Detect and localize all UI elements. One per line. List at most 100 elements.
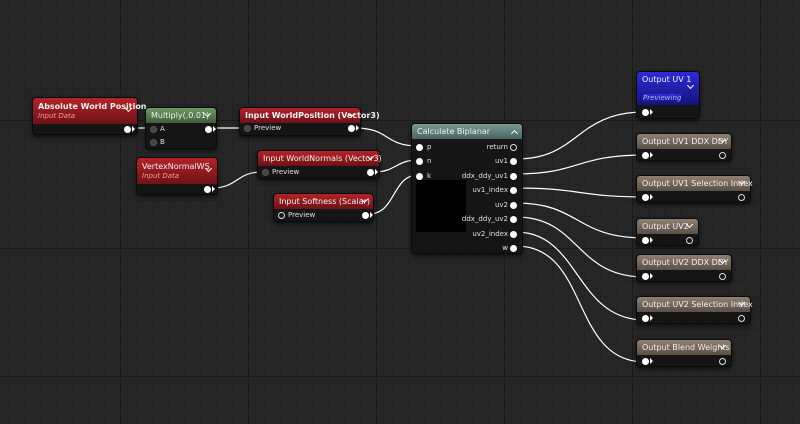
- wire-uv1-to-output-uv1[interactable]: [515, 111, 646, 160]
- wire-uv2index-to-output[interactable]: [515, 231, 646, 321]
- node-input-world-position[interactable]: Input WorldPosition (Vector3) Preview: [239, 107, 380, 136]
- output-pin-w[interactable]: [510, 245, 517, 252]
- chevron-down-icon[interactable]: [737, 299, 747, 309]
- node-header[interactable]: Output UV2 DDX DDY: [637, 255, 731, 270]
- input-pin[interactable]: [642, 237, 649, 244]
- node-header[interactable]: Output UV2 Selection Index: [637, 297, 753, 312]
- node-title: Output UV2: [642, 221, 689, 231]
- node-header[interactable]: Input WorldNormals (Vector3): [258, 151, 382, 166]
- chevron-down-icon[interactable]: [360, 196, 370, 206]
- wire-w-to-output-blend[interactable]: [515, 245, 646, 363]
- input-pin[interactable]: [642, 152, 649, 159]
- chevron-up-icon[interactable]: [509, 127, 519, 137]
- node-title: Absolute World Position: [38, 101, 147, 111]
- node-input-world-normals[interactable]: Input WorldNormals (Vector3) Preview: [257, 150, 382, 179]
- node-header[interactable]: Output UV1 Selection Index: [637, 176, 753, 191]
- node-multiply[interactable]: Multiply(,0.01) A B: [145, 107, 217, 149]
- output-pin-uv2-index[interactable]: [510, 231, 517, 238]
- node-output-uv2-selection-index[interactable]: Output UV2 Selection Index: [636, 296, 753, 324]
- input-pin-b[interactable]: [150, 139, 157, 146]
- output-pin[interactable]: [686, 237, 693, 244]
- preview-pin[interactable]: [262, 169, 269, 176]
- chevron-down-icon[interactable]: [124, 105, 134, 115]
- node-title: Output UV1 DDX DDY: [642, 136, 729, 146]
- output-pin[interactable]: [738, 194, 745, 201]
- chevron-down-icon[interactable]: [204, 165, 214, 175]
- wire-vertexnormal-to-worldnormals[interactable]: [211, 171, 263, 189]
- output-label-w: w: [502, 244, 508, 252]
- node-header[interactable]: Output UV1 DDX DDY: [637, 134, 731, 149]
- input-label-k: k: [427, 172, 432, 180]
- node-header[interactable]: Input Softness (Scalar): [274, 194, 373, 209]
- output-label-ddx-ddy-uv1: ddx_ddy_uv1: [461, 172, 508, 180]
- output-pin-ddx-ddy-uv2[interactable]: [510, 216, 517, 223]
- output-pin-uv2[interactable]: [510, 202, 517, 209]
- input-arrow-icon: [650, 315, 653, 321]
- output-pin[interactable]: [719, 358, 726, 365]
- chevron-down-icon[interactable]: [347, 110, 357, 120]
- output-pin[interactable]: [348, 125, 355, 132]
- preview-pin[interactable]: [244, 125, 251, 132]
- chevron-down-icon[interactable]: [203, 110, 213, 120]
- output-pin[interactable]: [367, 169, 374, 176]
- preview-label: Preview: [272, 168, 300, 176]
- node-absolute-world-position[interactable]: Absolute World Position Input Data: [32, 97, 147, 135]
- output-pin[interactable]: [719, 152, 726, 159]
- output-pin[interactable]: [738, 315, 745, 322]
- wire-ddxddyuv1-to-output[interactable]: [515, 154, 646, 175]
- input-pin[interactable]: [642, 194, 649, 201]
- node-title: Calculate Biplanar: [417, 126, 491, 136]
- node-output-uv1-selection-index[interactable]: Output UV1 Selection Index: [636, 175, 753, 203]
- node-header[interactable]: VertexNormalWS Input Data: [137, 158, 217, 184]
- node-header[interactable]: Input WorldPosition (Vector3): [240, 108, 380, 123]
- input-pin[interactable]: [642, 109, 649, 116]
- node-header[interactable]: Calculate Biplanar: [412, 124, 522, 139]
- node-output-uv1-ddx-ddy[interactable]: Output UV1 DDX DDY: [636, 133, 732, 161]
- node-title: Output UV2 Selection Index: [642, 299, 753, 309]
- input-pin-n[interactable]: [416, 158, 423, 165]
- input-pin-a[interactable]: [150, 126, 157, 133]
- output-pin-uv1-index[interactable]: [510, 187, 517, 194]
- wire-uv2-to-output[interactable]: [515, 202, 646, 239]
- node-header[interactable]: Absolute World Position Input Data: [33, 98, 147, 124]
- preview-pin[interactable]: [278, 212, 285, 219]
- node-output-uv2[interactable]: Output UV2: [636, 218, 699, 246]
- node-output-blend-weights[interactable]: Output Blend Weights: [636, 339, 732, 367]
- chevron-down-icon[interactable]: [737, 178, 747, 188]
- output-pin[interactable]: [124, 126, 131, 133]
- output-pin-uv1[interactable]: [510, 158, 517, 165]
- output-pin[interactable]: [719, 273, 726, 280]
- node-title: Input Softness (Scalar): [279, 196, 370, 206]
- output-pin-ddx-ddy-uv1[interactable]: [510, 173, 517, 180]
- chevron-down-icon[interactable]: [686, 82, 696, 92]
- output-pin[interactable]: [204, 186, 211, 193]
- node-output-uv2-ddx-ddy[interactable]: Output UV2 DDX DDY: [636, 254, 732, 282]
- output-pin[interactable]: [362, 212, 369, 219]
- input-pin-k[interactable]: [416, 173, 423, 180]
- node-calculate-biplanar[interactable]: Calculate Biplanar p n k return uv1 ddx_…: [411, 123, 523, 254]
- input-pin[interactable]: [642, 273, 649, 280]
- wire-uv1index-to-output[interactable]: [515, 187, 646, 198]
- node-header[interactable]: Output Blend Weights: [637, 340, 731, 355]
- input-pin[interactable]: [642, 315, 649, 322]
- chevron-down-icon[interactable]: [366, 153, 376, 163]
- node-output-uv1[interactable]: Output UV 1 Previewing: [636, 71, 700, 119]
- chevron-down-icon[interactable]: [718, 342, 728, 352]
- input-pin[interactable]: [642, 358, 649, 365]
- chevron-down-icon[interactable]: [718, 257, 728, 267]
- node-vertex-normal-ws[interactable]: VertexNormalWS Input Data: [136, 157, 218, 195]
- chevron-down-icon[interactable]: [685, 221, 695, 231]
- output-pin-return[interactable]: [510, 144, 517, 151]
- input-pin-p[interactable]: [416, 144, 423, 151]
- node-subtitle: Input Data: [142, 171, 180, 180]
- chevron-down-icon[interactable]: [718, 136, 728, 146]
- wire-worldposition-to-p[interactable]: [354, 127, 419, 147]
- input-arrow-icon: [650, 237, 653, 243]
- node-header[interactable]: Multiply(,0.01): [146, 108, 216, 123]
- node-header[interactable]: Output UV2: [637, 219, 698, 234]
- output-label-return: return: [486, 143, 508, 151]
- node-input-softness[interactable]: Input Softness (Scalar) Preview: [273, 193, 374, 222]
- node-header[interactable]: Output UV 1 Previewing: [637, 72, 699, 105]
- wire-ddxddyuv2-to-output[interactable]: [515, 216, 646, 278]
- output-pin[interactable]: [205, 126, 212, 133]
